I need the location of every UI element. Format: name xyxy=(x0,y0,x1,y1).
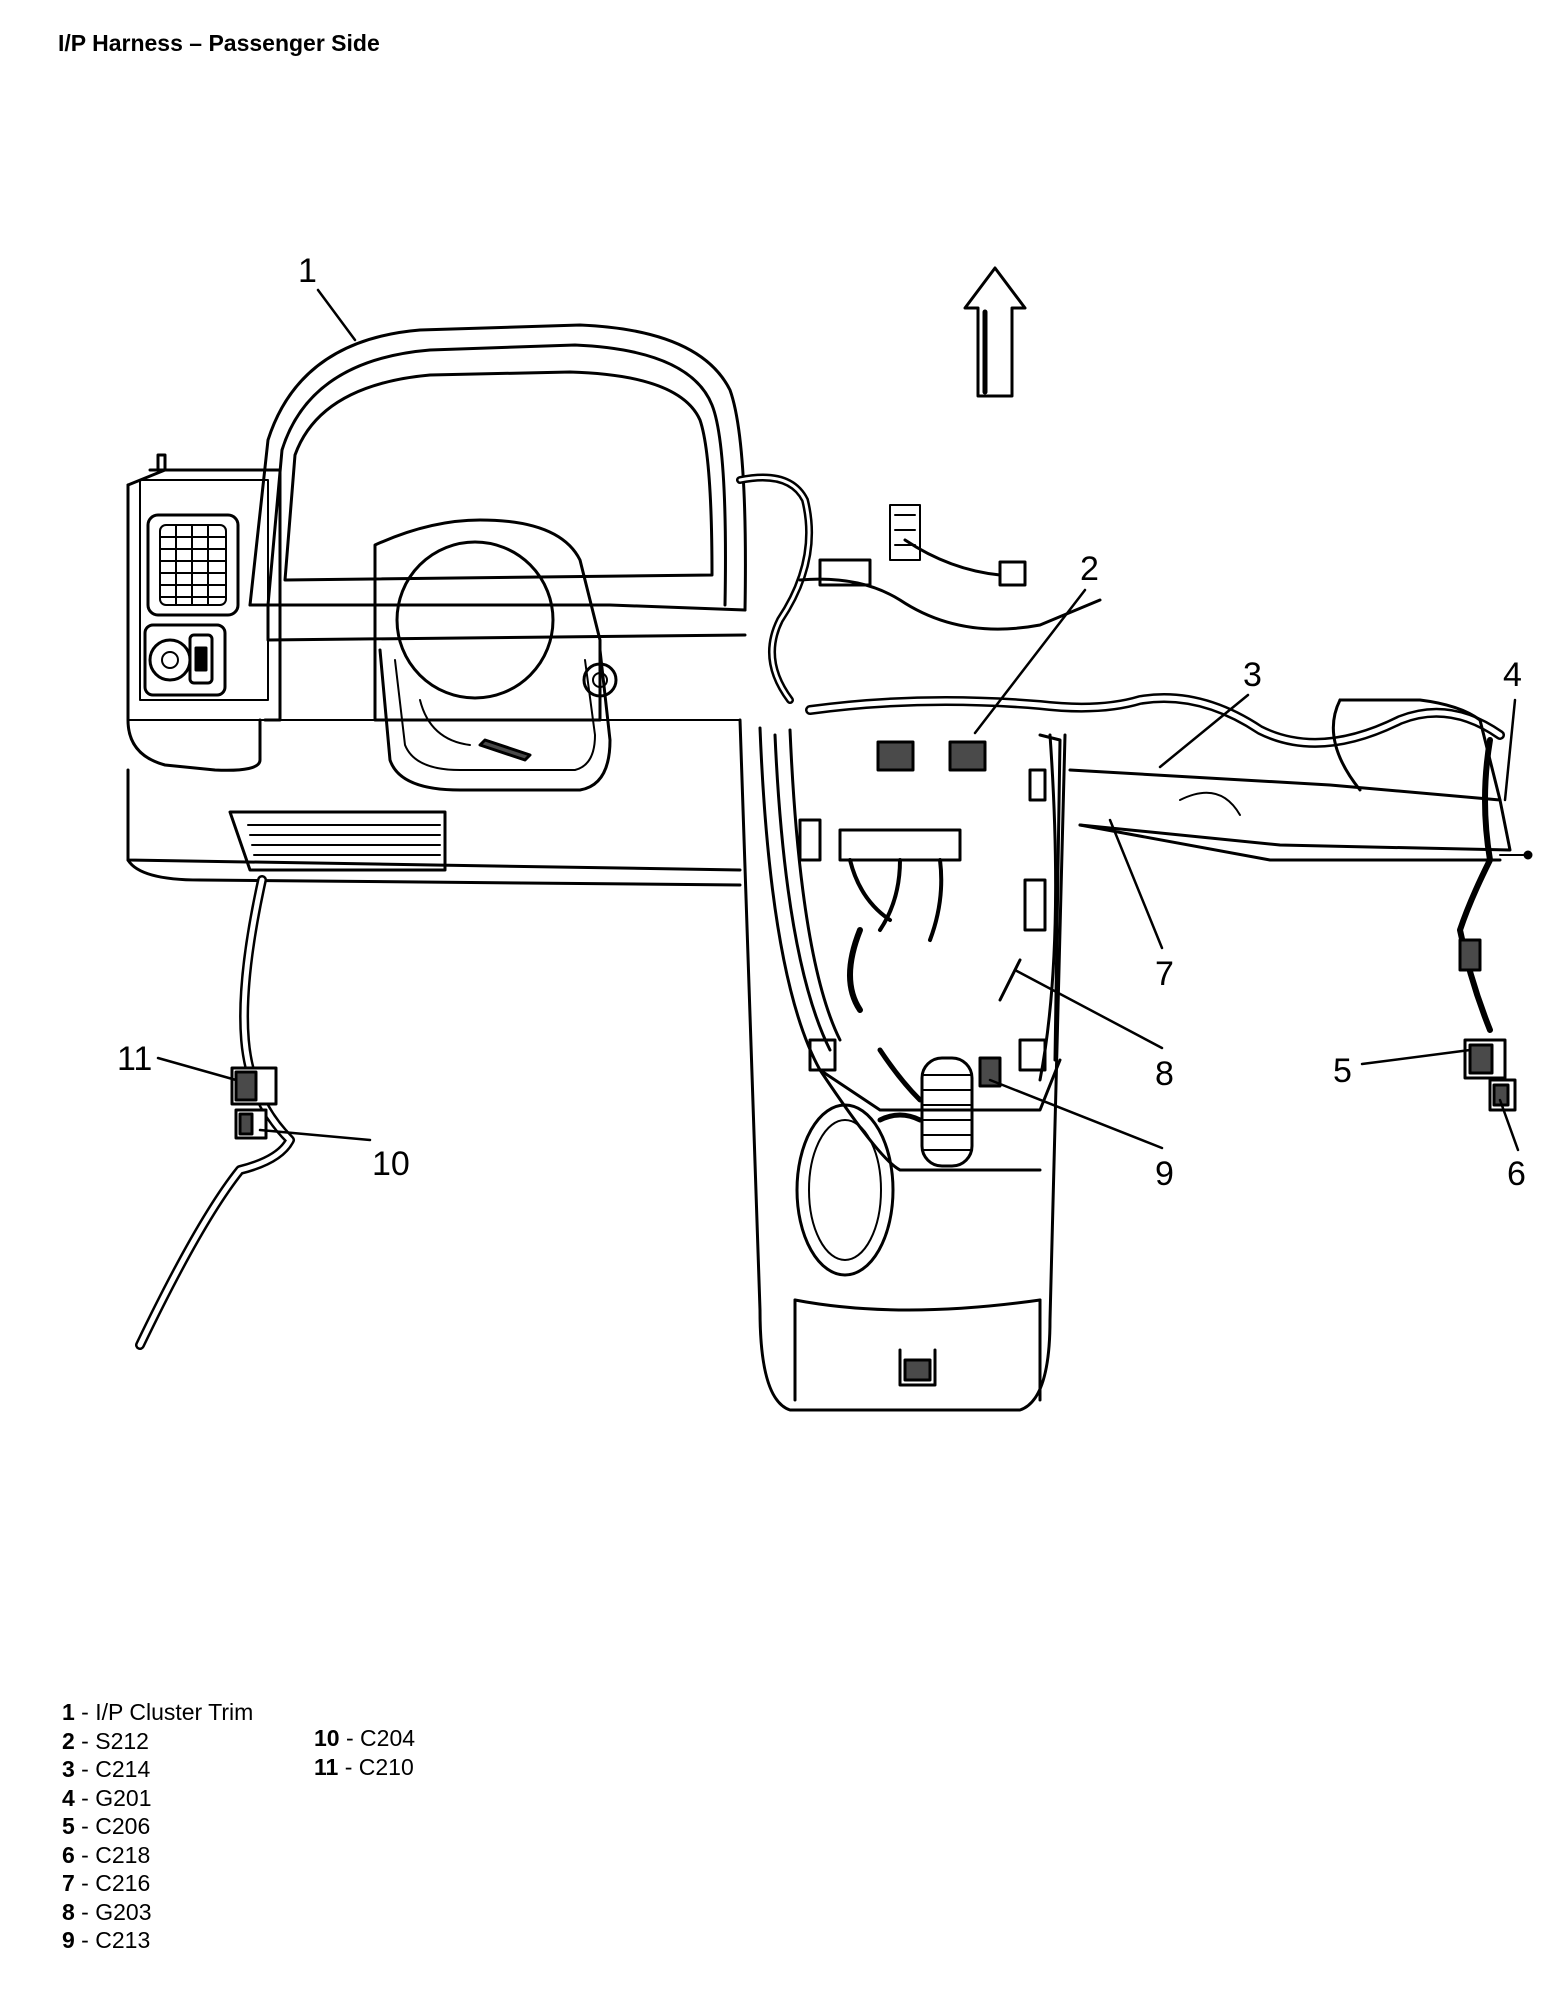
cluster-trim xyxy=(248,323,747,642)
legend-column-2: 10 - C204 11 - C210 xyxy=(314,1724,415,1781)
left-pigtail xyxy=(135,875,295,1350)
right-pigtail xyxy=(1457,737,1517,1112)
legend-column-1: 1 - I/P Cluster Trim 2 - S212 3 - C214 4… xyxy=(62,1698,253,1955)
callout-10: 10 xyxy=(372,1145,410,1183)
center-console xyxy=(738,718,1067,1412)
callout-2: 2 xyxy=(1080,550,1099,588)
callout-7: 7 xyxy=(1155,955,1174,993)
legend-item: 9 - C213 xyxy=(62,1927,151,1953)
callout-9: 9 xyxy=(1155,1155,1174,1193)
legend-item: 8 - G203 xyxy=(62,1898,152,1925)
leader-lines xyxy=(156,288,1520,1152)
legend-item: 6 - C218 xyxy=(62,1841,151,1868)
legend-item: 10 - C204 xyxy=(314,1725,416,1751)
legend-item: 3 - C214 xyxy=(62,1756,151,1782)
callout-11: 11 xyxy=(117,1040,152,1078)
up-arrow-icon xyxy=(963,266,1027,398)
steering-column xyxy=(373,518,618,792)
callout-5: 5 xyxy=(1333,1052,1352,1090)
page-title: I/P Harness – Passenger Side xyxy=(58,30,380,56)
callout-8: 8 xyxy=(1155,1055,1174,1093)
connector-group-center xyxy=(838,740,1022,1168)
legend-item: 4 - G201 xyxy=(62,1784,152,1811)
callout-3: 3 xyxy=(1243,656,1262,694)
legend-item: 11 - C210 xyxy=(314,1753,414,1780)
callout-1: 1 xyxy=(298,252,317,290)
callout-4: 4 xyxy=(1503,656,1522,694)
main-harness xyxy=(736,473,1505,748)
legend-item: 5 - C206 xyxy=(62,1813,151,1839)
cross-car-beam xyxy=(1068,698,1533,862)
callout-6: 6 xyxy=(1507,1155,1526,1193)
legend-item: 2 - S212 xyxy=(62,1727,149,1754)
legend-item: 1 - I/P Cluster Trim xyxy=(62,1699,254,1725)
legend-item: 7 - C216 xyxy=(62,1870,151,1896)
left-dash-panel xyxy=(126,453,742,887)
